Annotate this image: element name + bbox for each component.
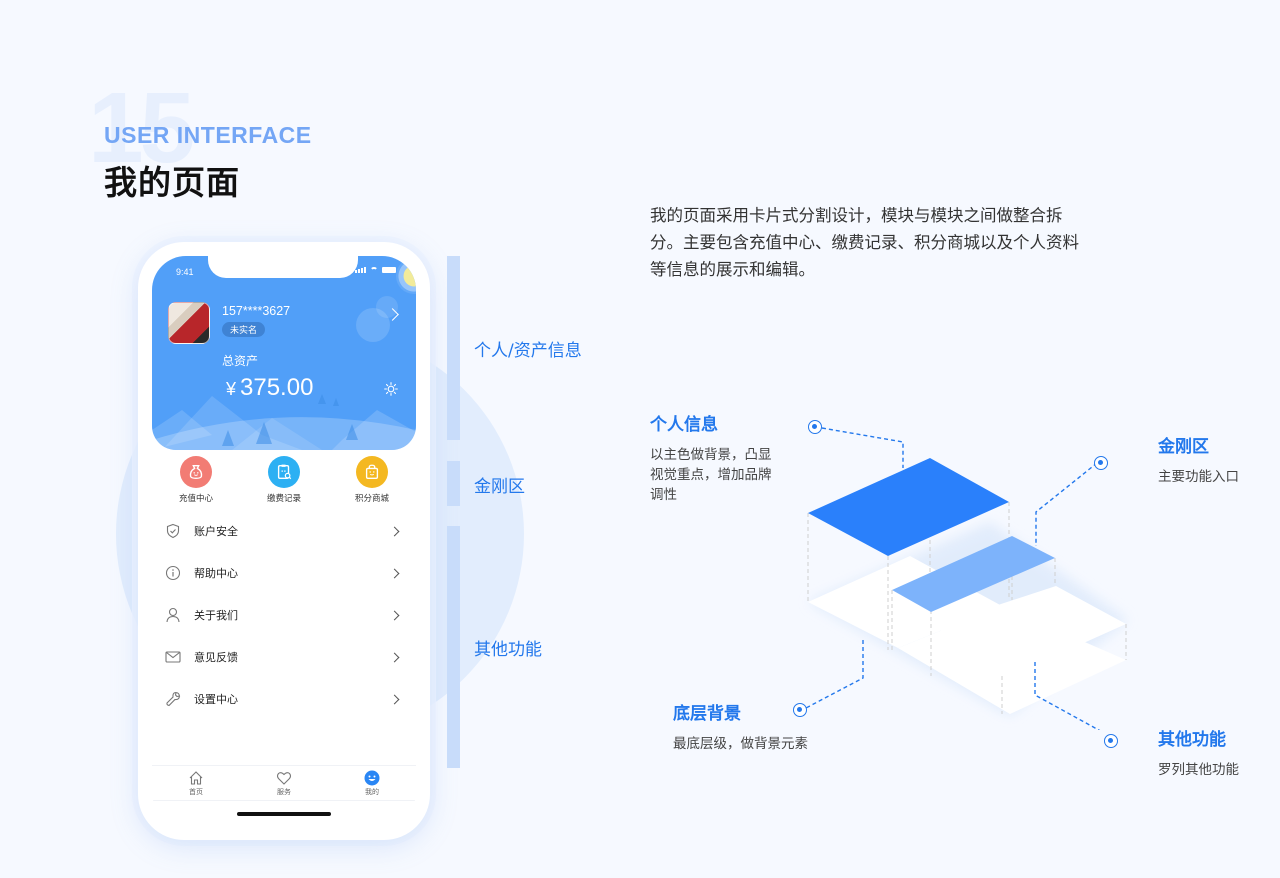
home-icon xyxy=(189,770,203,785)
page-description: 我的页面采用卡片式分割设计，模块与模块之间做整合拆分。主要包含充值中心、缴费记录… xyxy=(650,206,1079,279)
tab-label: 首页 xyxy=(189,787,203,796)
tab-label: 我的 xyxy=(365,787,379,796)
chevron-right-icon xyxy=(389,694,400,704)
callout-dot-kingkong xyxy=(1094,456,1108,470)
decor-bubble xyxy=(376,296,398,318)
phone-notch xyxy=(208,256,358,278)
verification-badge[interactable]: 未实名 xyxy=(222,322,266,337)
quick-action-recharge[interactable]: 充值中心 xyxy=(161,456,231,504)
wifi-icon xyxy=(370,267,378,273)
tab-mine[interactable]: 我的 xyxy=(342,770,402,797)
sun-glow-decor xyxy=(396,258,416,294)
section-label-kingkong: 金刚区 xyxy=(474,477,525,497)
bottom-tab-bar: 首页 服务 我的 xyxy=(152,765,416,801)
menu-item-account-security[interactable]: 账户安全 xyxy=(152,510,416,552)
heart-icon xyxy=(276,771,292,785)
chevron-right-icon xyxy=(389,526,400,536)
menu-label: 意见反馈 xyxy=(194,651,238,664)
mountain-landscape-decor xyxy=(152,394,416,450)
rail-kingkong xyxy=(447,461,460,506)
annotation-text-other: 罗列其他功能 xyxy=(1158,762,1239,778)
isometric-layer-diagram xyxy=(805,427,1128,730)
decor-bubble xyxy=(356,308,390,342)
settings-menu: 账户安全 帮助中心 关于我们 意见反馈 设置中心 xyxy=(152,510,416,720)
asset-label: 总资产 xyxy=(222,354,259,368)
tab-home[interactable]: 首页 xyxy=(166,770,226,797)
phone-number: 157****3627 xyxy=(222,304,291,318)
asset-value: ¥375.00 xyxy=(226,374,313,402)
section-eyebrow: USER INTERFACE xyxy=(104,122,312,148)
rail-personal-asset xyxy=(447,256,460,440)
shield-check-icon xyxy=(164,522,182,540)
annotation-title-kingkong: 金刚区 xyxy=(1158,437,1209,457)
section-label-personal-asset: 个人/资产信息 xyxy=(474,341,582,361)
mail-icon xyxy=(164,648,182,666)
menu-label: 关于我们 xyxy=(194,609,238,622)
sun-icon[interactable] xyxy=(384,382,398,396)
asset-amount: 375.00 xyxy=(240,374,314,401)
menu-label: 帮助中心 xyxy=(194,567,238,580)
money-bag-icon xyxy=(180,456,212,488)
chevron-right-icon xyxy=(389,568,400,578)
rail-other-functions xyxy=(447,526,460,768)
avatar[interactable] xyxy=(168,302,210,344)
home-indicator xyxy=(237,812,331,816)
phone-mockup: 9:41 157****3627 未实名 总资产 ¥375.00 xyxy=(138,242,430,840)
section-label-other-functions: 其他功能 xyxy=(474,640,542,660)
phone-screen: 9:41 157****3627 未实名 总资产 ¥375.00 xyxy=(152,256,416,826)
signal-icon xyxy=(355,267,366,273)
chevron-right-icon xyxy=(389,610,400,620)
quick-action-label: 积分商城 xyxy=(354,494,389,504)
shopping-bag-icon xyxy=(356,456,388,488)
smiley-icon xyxy=(364,770,380,785)
tab-service[interactable]: 服务 xyxy=(254,770,314,797)
menu-item-help-center[interactable]: 帮助中心 xyxy=(152,552,416,594)
info-icon xyxy=(164,564,182,582)
menu-item-settings[interactable]: 设置中心 xyxy=(152,678,416,720)
battery-icon xyxy=(382,267,396,273)
page-title: 我的页面 xyxy=(104,163,240,202)
annotation-text-kingkong: 主要功能入口 xyxy=(1158,469,1239,485)
menu-item-about-us[interactable]: 关于我们 xyxy=(152,594,416,636)
tab-label: 服务 xyxy=(277,787,291,796)
annotation-title-other: 其他功能 xyxy=(1158,730,1226,750)
quick-action-label: 充值中心 xyxy=(178,494,213,504)
annotation-text-base: 最底层级，做背景元素 xyxy=(673,736,808,752)
menu-label: 账户安全 xyxy=(194,525,238,538)
quick-actions: 充值中心 缴费记录 积分商城 xyxy=(152,456,416,504)
callout-dot-personal xyxy=(808,420,822,434)
status-icons xyxy=(355,267,396,273)
callout-dot-base xyxy=(793,703,807,717)
annotation-text-personal: 以主色做背景，凸显视觉重点，增加品牌调性 xyxy=(650,447,772,503)
callout-dot-other xyxy=(1104,734,1118,748)
quick-action-payment-records[interactable]: 缴费记录 xyxy=(249,456,319,504)
status-time: 9:41 xyxy=(176,267,194,277)
menu-item-feedback[interactable]: 意见反馈 xyxy=(152,636,416,678)
wrench-icon xyxy=(164,690,182,708)
currency-symbol: ¥ xyxy=(226,379,237,399)
section-number: 15 xyxy=(88,72,195,184)
chevron-right-icon xyxy=(389,652,400,662)
receipt-search-icon xyxy=(268,456,300,488)
profile-card: 9:41 157****3627 未实名 总资产 ¥375.00 xyxy=(152,256,416,450)
annotation-title-personal: 个人信息 xyxy=(650,415,718,435)
user-icon xyxy=(164,606,182,624)
quick-action-points-mall[interactable]: 积分商城 xyxy=(337,456,407,504)
annotation-title-base: 底层背景 xyxy=(673,704,741,724)
quick-action-label: 缴费记录 xyxy=(266,494,301,504)
menu-label: 设置中心 xyxy=(194,693,238,706)
